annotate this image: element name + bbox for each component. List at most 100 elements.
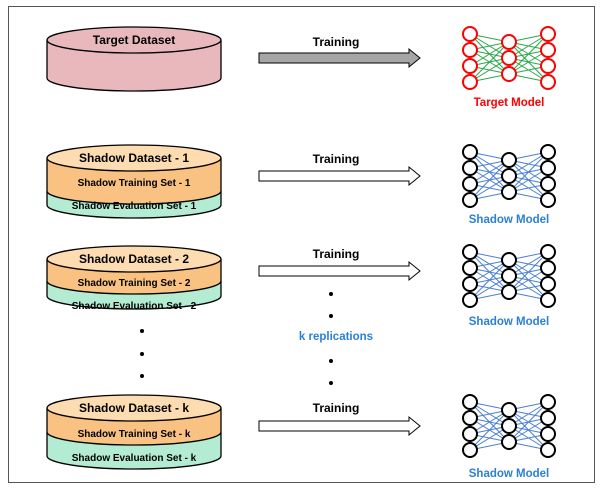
shadow-model-2: Shadow Model [462,244,556,328]
shadow-arrow-label-2: Training [313,247,360,261]
network-edge [469,259,510,301]
replication-dot [329,314,333,318]
shadow-training-arrow-1: Training [258,152,421,187]
shadow-model-network-k [462,394,556,458]
replication-dot [329,381,333,385]
shadow-model-network-2 [462,244,556,308]
network-node [501,252,517,268]
target-dataset-label: Target Dataset [93,33,175,47]
network-node [462,394,478,410]
shadow-arrow-shape-2 [258,260,421,282]
network-node [462,58,478,74]
network-node [462,160,478,176]
shadow-training-arrow-k: Training [258,401,421,437]
network-node [540,260,556,276]
target-dataset: Target Dataset [46,26,222,92]
network-node [501,168,517,184]
network-node [540,42,556,58]
shadow-model-label-2: Shadow Model [469,316,550,328]
network-node [540,26,556,42]
network-edge [508,33,549,75]
network-node [462,244,478,260]
network-edge [469,409,510,451]
replication-dot [329,292,333,296]
network-node [462,260,478,276]
ellipsis-dot [140,374,144,378]
network-node [462,442,478,458]
target-model: Target Model [462,26,556,109]
network-node [540,58,556,74]
shadow-evaluation-label-2: Shadow Evaluation Set - 2 [72,301,197,312]
shadow-model-k: Shadow Model [462,394,556,480]
target-dataset-body [46,40,222,92]
network-node [540,442,556,458]
replication-dot [329,359,333,363]
shadow-training-label-2: Shadow Training Set - 2 [78,278,191,289]
shadow-model-1: Shadow Model [462,144,556,226]
shadow-dataset-top-2 [46,245,222,273]
network-node [540,394,556,410]
shadow-dataset-label-k: Shadow Dataset - k [79,401,189,415]
network-node [501,34,517,50]
network-node [501,434,517,450]
network-node [462,176,478,192]
shadow-dataset-k: Shadow Dataset - k Shadow Training Set -… [46,394,222,470]
network-node [540,244,556,260]
target-arrow-label: Training [313,35,360,49]
network-node [540,176,556,192]
replications-label: k replications [299,331,373,343]
network-node [501,284,517,300]
replications-indicator: k replications [299,292,373,385]
shadow-model-label-k: Shadow Model [469,468,550,480]
network-node [462,292,478,308]
ellipsis-dot [140,352,144,356]
network-node [462,26,478,42]
ellipsis-dot [140,329,144,333]
network-node [462,426,478,442]
shadow-arrow-shape-1 [258,165,421,187]
target-model-network [462,26,556,90]
datasets-ellipsis [140,329,144,378]
network-edge [508,401,549,443]
network-node [540,292,556,308]
shadow-arrow-label-1: Training [313,152,360,166]
shadow-evaluation-label-k: Shadow Evaluation Set - k [72,453,197,464]
network-node [501,152,517,168]
shadow-dataset-1: Shadow Dataset - 1 Shadow Training Set -… [46,144,222,219]
shadow-evaluation-label-1: Shadow Evaluation Set - 1 [72,201,197,212]
shadow-arrow-shape-k [258,415,421,437]
network-edge [469,159,510,201]
shadow-training-label-k: Shadow Training Set - k [78,429,191,440]
network-node [501,402,517,418]
network-edge [508,151,549,193]
network-node [462,192,478,208]
network-node [540,276,556,292]
network-node [540,426,556,442]
shadow-model-label-1: Shadow Model [469,214,550,226]
target-model-label: Target Model [474,97,545,109]
network-edge [508,251,549,293]
shadow-training-label-1: Shadow Training Set - 1 [78,178,191,189]
shadow-dataset-2: Shadow Dataset - 2 Shadow Training Set -… [46,245,222,312]
network-node [540,192,556,208]
network-node [501,418,517,434]
shadow-dataset-top-1 [46,144,222,172]
network-node [501,50,517,66]
network-node [540,144,556,160]
shadow-dataset-label-1: Shadow Dataset - 1 [79,151,189,165]
network-node [462,144,478,160]
network-node [462,276,478,292]
network-node [462,74,478,90]
target-training-arrow: Training [258,35,421,69]
network-node [501,184,517,200]
shadow-model-network-1 [462,144,556,208]
shadow-training-arrow-2: Training [258,247,421,282]
network-node [540,74,556,90]
network-node [540,160,556,176]
network-node [462,42,478,58]
shadow-arrow-label-k: Training [313,401,360,415]
network-node [540,410,556,426]
network-node [462,410,478,426]
target-dataset-top [46,26,222,54]
